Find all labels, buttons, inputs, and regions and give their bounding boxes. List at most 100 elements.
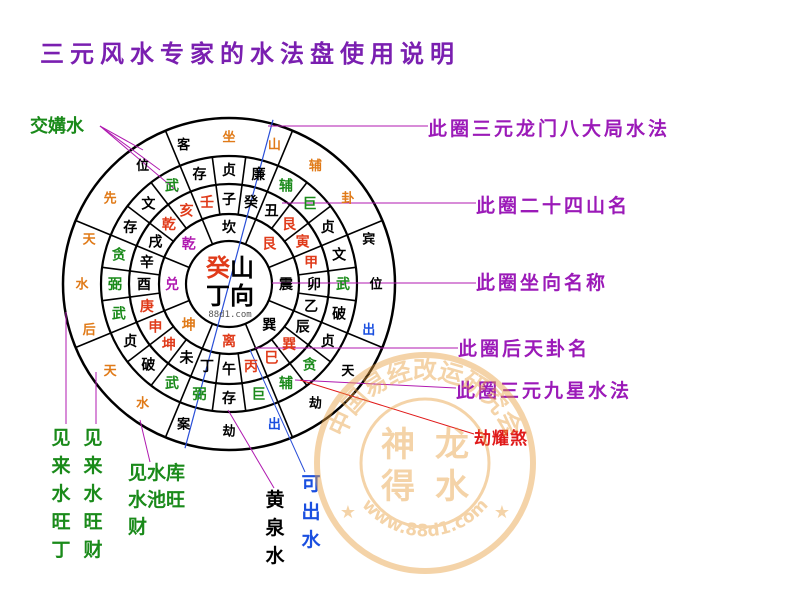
label-may-exit-water: 可出水: [300, 470, 322, 554]
center-char-gui: 癸: [206, 254, 230, 282]
compass-characters: 坎艮震巽离坤兑乾子癸丑艮寅甲卯乙辰巽巳丙午丁未坤申庚酉辛戌乾亥壬贞廉辅巨贞文武破…: [75, 131, 382, 440]
ring-divider: [284, 222, 309, 243]
svg-text:龙: 龙: [435, 425, 469, 465]
ring-divider: [284, 325, 309, 346]
svg-text:★: ★: [340, 502, 356, 523]
ring-divider: [101, 266, 130, 272]
ring-divider: [241, 383, 247, 412]
label-char: 水: [301, 529, 321, 551]
ring-divider: [241, 156, 247, 185]
label-char: 见: [51, 427, 71, 449]
outer-char: 宾: [362, 231, 375, 247]
star-char: 存: [222, 390, 236, 407]
ring-divider: [237, 184, 243, 215]
outer-char: 位: [369, 277, 382, 293]
star-char: 贞: [321, 333, 335, 350]
ring-divider: [346, 219, 383, 236]
ring-divider: [150, 181, 169, 206]
mountain-char: 癸: [243, 194, 259, 211]
label-line: 财: [128, 516, 148, 538]
ring-divider: [149, 222, 174, 243]
outer-char: 劫: [222, 424, 235, 440]
mountain-char: 酉: [137, 277, 151, 293]
label-line: 水池旺: [128, 489, 186, 511]
ring-divider: [164, 256, 190, 269]
ring-divider: [298, 270, 329, 276]
ring-divider: [164, 299, 190, 312]
ring-border: [184, 239, 274, 329]
page-title: 三元风水专家的水法盘使用说明: [40, 40, 460, 68]
star-char: 存: [192, 166, 206, 183]
outer-char: 山: [268, 137, 281, 153]
ring-divider: [255, 348, 269, 377]
star-char: 破: [141, 357, 155, 374]
seal-stamp: 中国易经改运研究会 www.88d1.com 神 龙 得 水 ★ ★: [314, 352, 536, 574]
ring-divider: [321, 321, 348, 334]
callout-ring-outer: 此圈三元龙门八大局水法: [428, 118, 671, 140]
star-char: 辅: [279, 177, 293, 194]
mountain-char: 艮: [282, 217, 297, 233]
axis-sitting-facing: [184, 119, 274, 449]
ring-divider: [101, 296, 130, 302]
outer-char: 先: [104, 190, 117, 206]
label-char: 财: [83, 539, 103, 561]
label-line: 见水库: [128, 462, 186, 484]
ring-divider: [321, 234, 348, 247]
mountain-char: 午: [222, 361, 236, 378]
outer-char: 卦: [341, 190, 354, 206]
mountain-char: 寅: [296, 234, 310, 251]
outer-char: 客: [177, 137, 191, 153]
callout-line: [99, 125, 144, 151]
label-see-water-cai: 见来水旺财: [82, 424, 104, 564]
mountain-char: 丑: [265, 203, 279, 219]
outer-char: 天: [341, 364, 355, 379]
star-char: 贞: [222, 162, 236, 179]
ring-divider: [110, 321, 137, 334]
label-char: 黄: [265, 489, 285, 511]
ring-divider: [126, 344, 151, 363]
ring-divider: [189, 348, 203, 377]
outer-char: 坐: [222, 131, 235, 146]
callout-robbery: 劫耀煞: [474, 429, 528, 449]
outer-char: 后: [83, 322, 96, 338]
ring-divider: [328, 266, 357, 272]
ring-divider: [277, 130, 294, 167]
label-jiaogou-water: 交媾水: [30, 116, 84, 137]
center-line-2: 丁向: [206, 282, 254, 310]
ring-divider: [75, 332, 112, 349]
label-char: 水: [265, 545, 285, 567]
svg-text:www.88d1.com: www.88d1.com: [358, 495, 493, 541]
ring-divider: [289, 181, 308, 206]
ring-border: [127, 182, 331, 386]
ring-divider: [129, 270, 160, 276]
star-char: 弼: [108, 277, 122, 293]
ring-divider: [270, 339, 291, 364]
star-char: 巨: [252, 387, 266, 403]
ring-divider: [346, 332, 383, 349]
mountain-char: 乾: [162, 216, 176, 233]
ring-divider: [244, 323, 257, 349]
mountain-char: 未: [180, 350, 195, 367]
ring-divider: [293, 310, 322, 324]
ring-divider: [215, 353, 221, 384]
ring-divider: [270, 204, 291, 229]
star-char: 辅: [279, 375, 293, 392]
star-char: 廉: [252, 166, 266, 183]
trigram-char: 离: [222, 333, 236, 350]
ring-divider: [179, 165, 192, 192]
ring-divider: [164, 401, 181, 438]
ring-border: [157, 212, 301, 356]
ring-divider: [244, 219, 257, 245]
ring-divider: [289, 362, 308, 387]
label-char: 可: [301, 473, 321, 495]
callout-line: [227, 409, 275, 489]
callout-line: [249, 349, 306, 473]
label-water-pool: 见水库水池旺财: [128, 460, 185, 541]
star-char: 武: [336, 276, 350, 293]
callout-ring-stars: 此圈三元九星水法: [456, 380, 633, 402]
star-char: 贞: [321, 219, 335, 236]
ring-divider: [277, 401, 294, 438]
star-char: 文: [141, 195, 156, 212]
star-char: 文: [332, 247, 347, 264]
